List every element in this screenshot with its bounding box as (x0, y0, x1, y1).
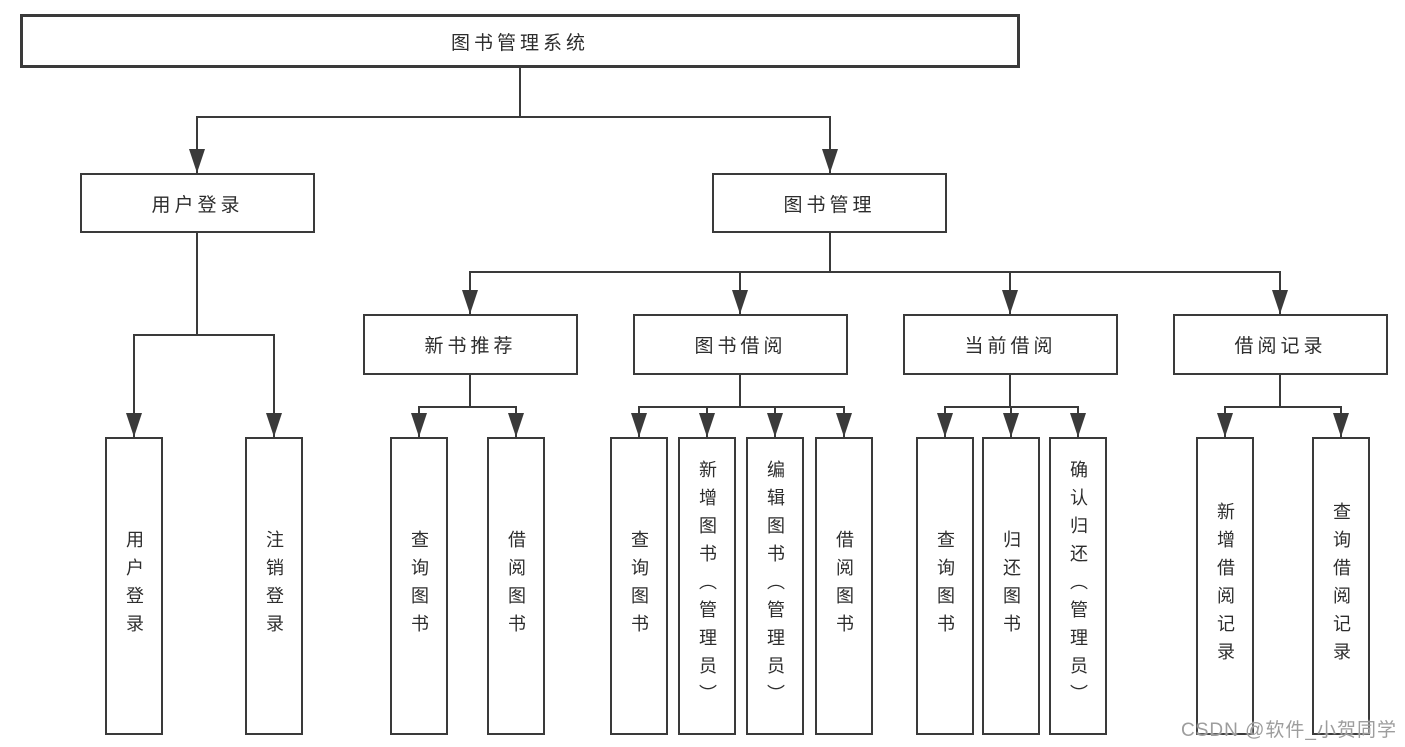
node-leaf-return-books: 归还图书 (982, 437, 1040, 735)
node-leaf-confirm-return-admin: 确认归还（管理员） (1049, 437, 1107, 735)
node-leaf-add-borrow-record: 新增借阅记录 (1196, 437, 1254, 735)
leaf-label: 新增借阅记录 (1215, 502, 1235, 670)
leaf-label: 编辑图书（管理员） (765, 460, 785, 712)
node-leaf-query-books-borrow: 查询图书 (610, 437, 668, 735)
node-leaf-user-login: 用户登录 (105, 437, 163, 735)
leaf-label: 查询借阅记录 (1331, 502, 1351, 670)
node-leaf-query-books-current: 查询图书 (916, 437, 974, 735)
watermark: CSDN @软件_小贺同学 (1181, 720, 1397, 741)
leaf-label: 查询图书 (629, 530, 649, 642)
node-root: 图书管理系统 (20, 14, 1020, 68)
node-book-management: 图书管理 (712, 173, 947, 233)
leaf-label: 归还图书 (1001, 530, 1021, 642)
node-user-login: 用户登录 (80, 173, 315, 233)
leaf-label: 查询图书 (409, 530, 429, 642)
node-leaf-logout: 注销登录 (245, 437, 303, 735)
node-current-borrowing: 当前借阅 (903, 314, 1118, 375)
leaf-label: 借阅图书 (834, 530, 854, 642)
leaf-label: 用户登录 (124, 530, 144, 642)
leaf-label: 查询图书 (935, 530, 955, 642)
leaf-label: 注销登录 (264, 530, 284, 642)
node-leaf-borrow-books-recommend: 借阅图书 (487, 437, 545, 735)
node-leaf-edit-books-admin: 编辑图书（管理员） (746, 437, 804, 735)
leaf-label: 新增图书（管理员） (697, 460, 717, 712)
node-new-book-recommendation: 新书推荐 (363, 314, 578, 375)
node-book-borrowing: 图书借阅 (633, 314, 848, 375)
node-leaf-add-books-admin: 新增图书（管理员） (678, 437, 736, 735)
node-leaf-borrow-books: 借阅图书 (815, 437, 873, 735)
node-leaf-query-books-recommend: 查询图书 (390, 437, 448, 735)
leaf-label: 借阅图书 (506, 530, 526, 642)
node-leaf-query-borrow-record: 查询借阅记录 (1312, 437, 1370, 735)
leaf-label: 确认归还（管理员） (1068, 460, 1088, 712)
node-borrowing-records: 借阅记录 (1173, 314, 1388, 375)
